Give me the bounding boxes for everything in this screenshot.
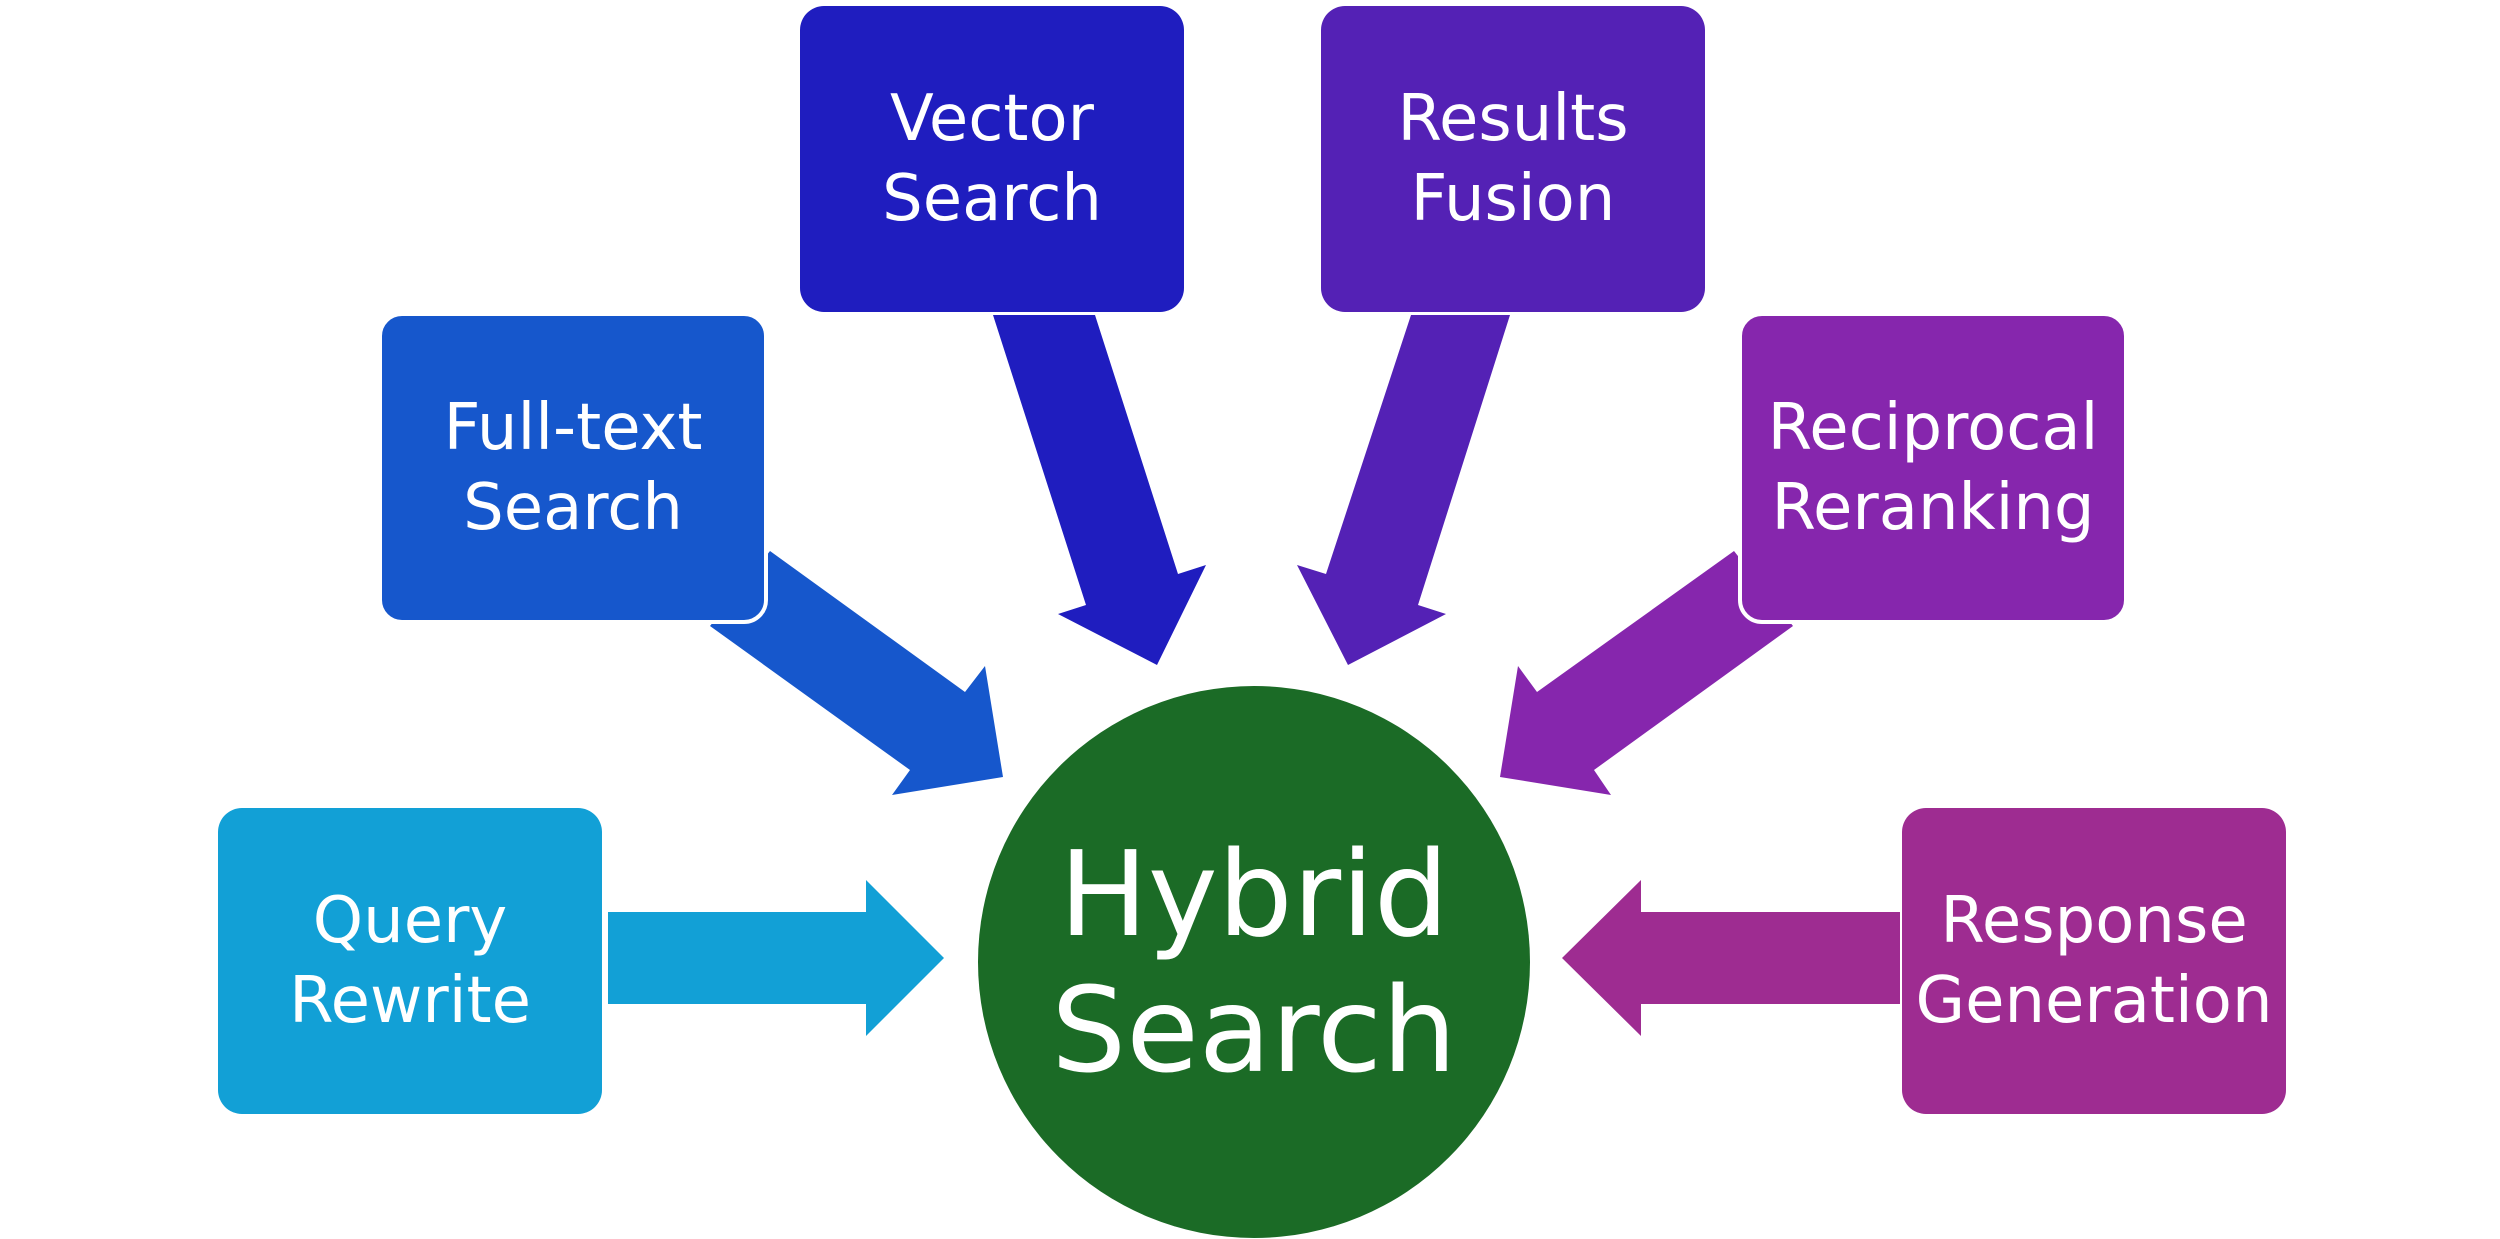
arrow-full-text-search [710, 551, 1003, 795]
step-vector-search: Vector Search [800, 6, 1184, 312]
arrow-vector-search [993, 315, 1206, 665]
step-full-text-search-line1: Full-text [443, 391, 703, 465]
step-query-rewrite-line2: Rewrite [289, 964, 531, 1038]
arrow-reciprocal-reranking [1500, 551, 1793, 795]
hybrid-search-hub: Hybrid Search [978, 686, 1530, 1238]
step-results-fusion-line2: Fusion [1410, 162, 1616, 236]
step-response-generation: Response Generation [1902, 808, 2286, 1114]
step-reciprocal-reranking: Reciprocal Reranking [1738, 312, 2128, 624]
step-full-text-search-line2: Search [463, 471, 683, 545]
arrow-response-generation [1562, 880, 1900, 1036]
step-query-rewrite-line1: Query [312, 884, 508, 958]
step-response-generation-line2: Generation [1915, 964, 2273, 1038]
arrow-query-rewrite [608, 880, 944, 1036]
step-results-fusion-line1: Results [1397, 82, 1629, 156]
step-vector-search-line1: Vector [890, 82, 1094, 156]
step-vector-search-line2: Search [882, 162, 1102, 236]
step-query-rewrite: Query Rewrite [218, 808, 602, 1114]
step-reciprocal-reranking-line1: Reciprocal [1767, 391, 2099, 465]
step-reciprocal-reranking-line2: Reranking [1771, 471, 2095, 545]
step-full-text-search: Full-text Search [378, 312, 768, 624]
arrow-results-fusion [1297, 315, 1510, 665]
step-results-fusion: Results Fusion [1321, 6, 1705, 312]
step-response-generation-line1: Response [1940, 884, 2248, 958]
hub-label-line1: Hybrid [1059, 825, 1449, 963]
hub-label-line2: Search [1051, 961, 1457, 1099]
